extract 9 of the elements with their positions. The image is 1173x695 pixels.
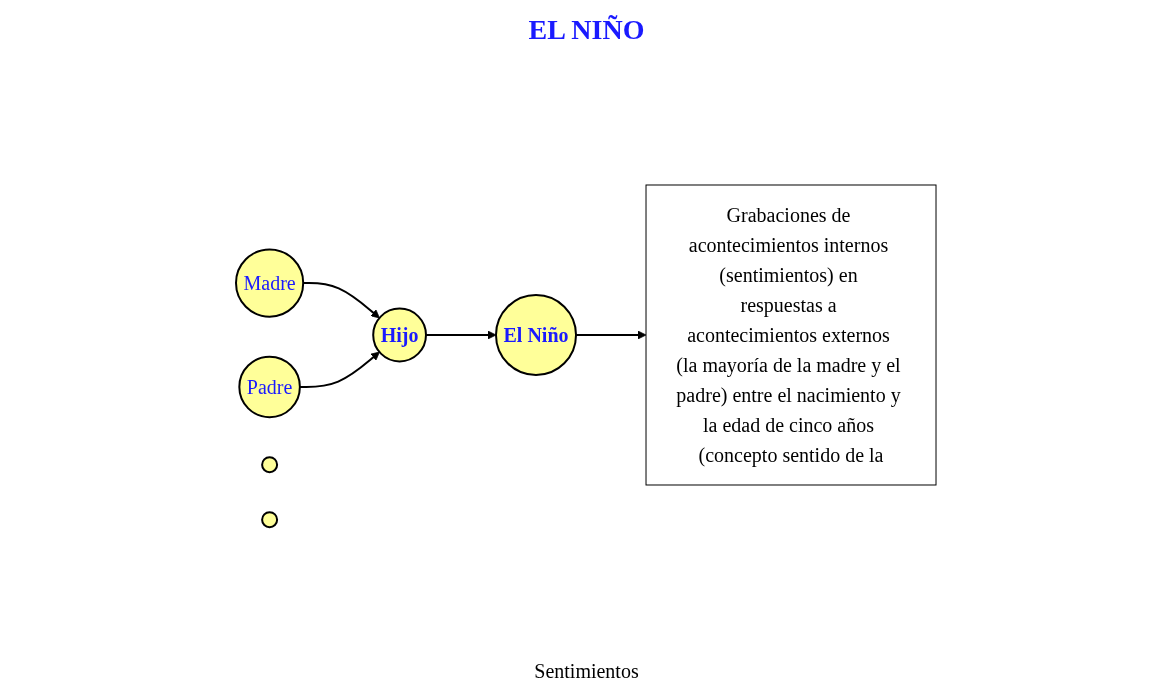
- node-circle: [261, 511, 279, 529]
- node-circle: Padre: [238, 355, 302, 419]
- node-circle: Hijo: [372, 307, 428, 363]
- node-circle: Madre: [235, 248, 305, 318]
- diagram-title: EL NIÑO: [528, 14, 645, 46]
- node-box: Grabaciones de acontecimientos internos (sentimientos) en respuestas a acontecimientos externos (la mayoría de la madre y el padre) entre el nacimiento y la edad de cinco años (concepto sentido de la: [646, 184, 937, 486]
- note-text: Sentimientos: [534, 660, 639, 682]
- node-circle: El Niño: [495, 293, 578, 376]
- node-circle: [261, 456, 279, 474]
